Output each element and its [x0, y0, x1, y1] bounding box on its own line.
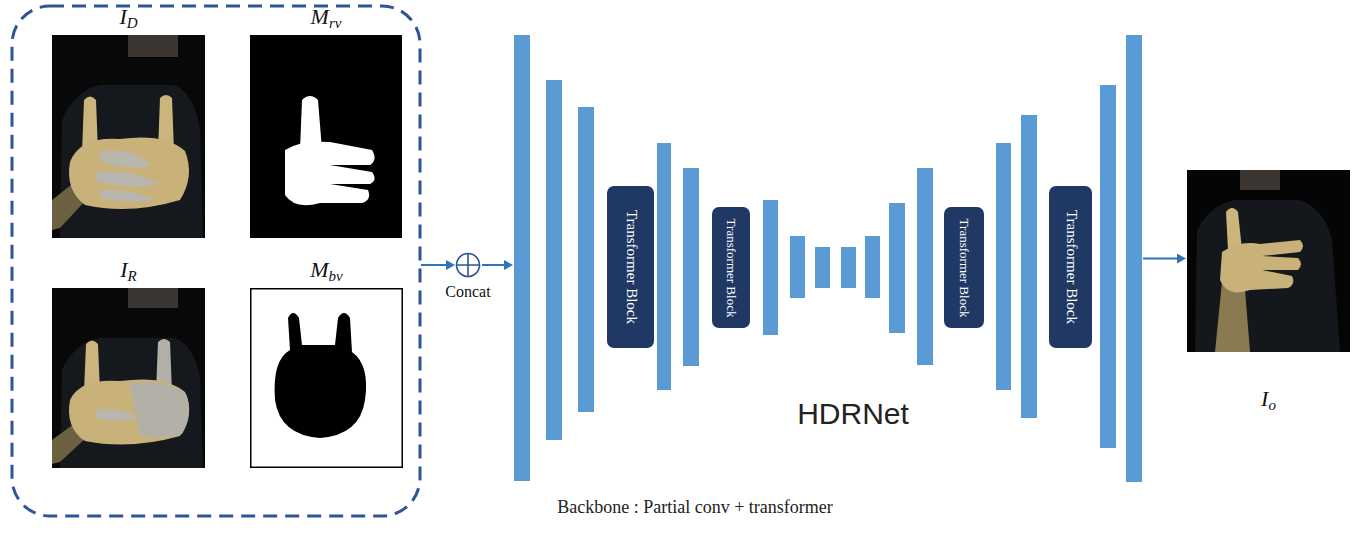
arrow-head [446, 260, 455, 270]
mask-image [251, 289, 403, 468]
output-image [1187, 170, 1350, 352]
symbol-label: ID [119, 4, 137, 30]
subscript: R [128, 268, 137, 284]
subscript: o [1268, 397, 1276, 413]
block-label: Transformer Block [1062, 210, 1079, 324]
symbol-label: IR [120, 257, 137, 283]
network-layers [514, 35, 1142, 482]
block-label: Transformer Block [622, 210, 639, 324]
image-panel: IR [52, 288, 205, 468]
concat-symbol [455, 252, 481, 278]
transformer-block: Transformer Block [607, 186, 654, 348]
connector [482, 264, 506, 266]
image-panel: Io [1187, 170, 1350, 352]
caption-note: Backbone : Partial conv + transformer [557, 496, 833, 518]
subscript: bv [329, 268, 343, 284]
symbol-label: Mbv [310, 257, 343, 283]
transformer-block: Transformer Block [1049, 186, 1092, 348]
network-backbone: HDRNet Transformer Block Transformer Block… [514, 35, 1142, 482]
arrow-line [421, 264, 448, 266]
block-label: Transformer Block [956, 218, 972, 317]
subscript: rv [329, 15, 342, 31]
input-image [52, 35, 205, 238]
operator-label: Concat [445, 283, 490, 301]
concat-operator: Concat [455, 252, 481, 278]
symbol-label: Io [1261, 386, 1276, 412]
symbol-label: Mrv [311, 4, 342, 30]
mask-image [250, 35, 402, 238]
arrow-head [504, 260, 513, 270]
image-panel: Mrv [250, 35, 402, 238]
transformer-block: Transformer Block [944, 207, 984, 328]
transformer-block: Transformer Block [712, 207, 750, 328]
subscript: D [127, 15, 138, 31]
image-panel: ID [52, 35, 205, 238]
block-label: Transformer Block [723, 218, 739, 317]
arrow-head [1177, 254, 1186, 264]
connector [1143, 258, 1179, 260]
input-image [52, 288, 205, 468]
input-group-outline [12, 6, 420, 516]
network-title: HDRNet [797, 397, 909, 431]
image-panel: Mbv [250, 288, 403, 468]
